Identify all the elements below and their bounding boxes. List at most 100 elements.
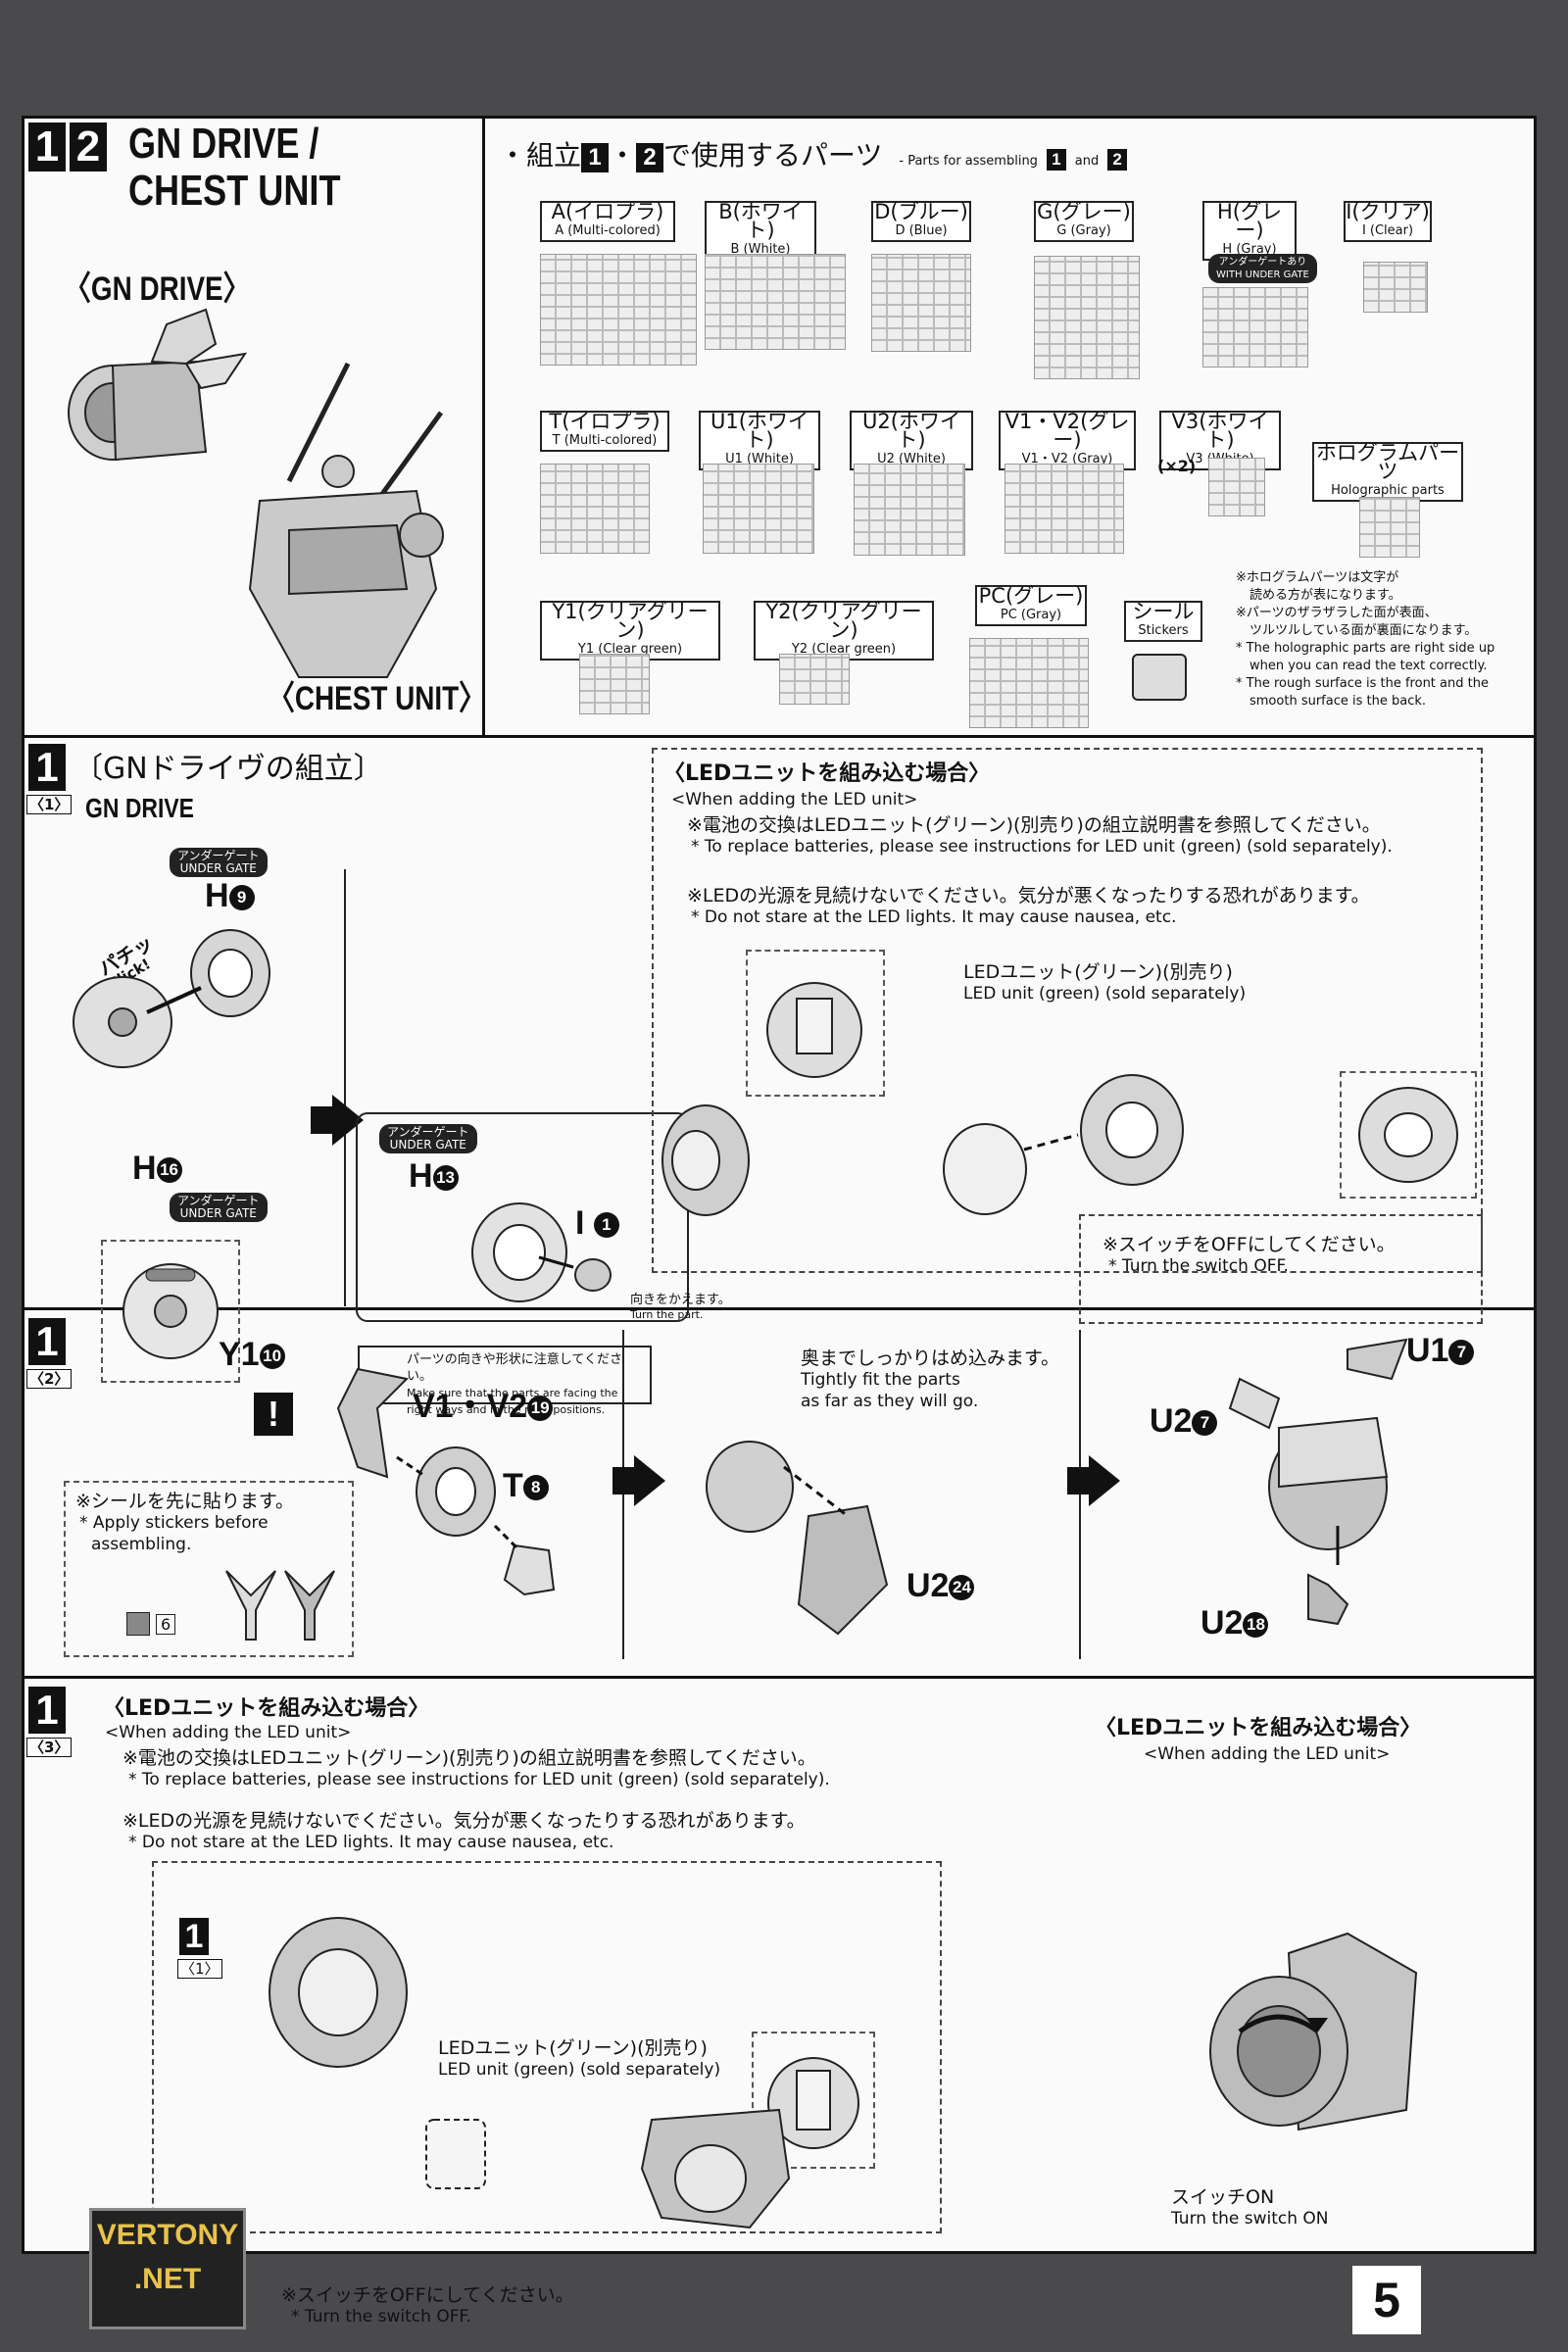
step2-part-illustration xyxy=(336,1367,556,1596)
divider-vertical xyxy=(1079,1330,1081,1659)
next-arrow-icon xyxy=(634,1455,665,1506)
switch-off-jp: ※スイッチをOFFにしてください。 xyxy=(281,2284,574,2306)
turn-part-note: 向きをかえます。Turn the part. xyxy=(630,1293,731,1321)
holo-notes: ※ホログラムパーツは文字が読める方が表になります。 ※パーツのザラザラした面が表… xyxy=(1236,570,1495,709)
runner-v3 xyxy=(1208,458,1265,516)
led-unit-label: LEDユニット(グリーン)(別売り)LED unit (green) (sold… xyxy=(438,2037,721,2080)
runner-u1 xyxy=(703,464,814,554)
next-arrow-stem xyxy=(1067,1467,1089,1494)
switch-detail-box xyxy=(1340,1071,1477,1199)
led-note1-jp: ※電池の交換はLEDユニット(グリーン)(別売り)の組立説明書を参照してください… xyxy=(687,814,1381,836)
step-detail-box xyxy=(356,1112,689,1322)
step-badge: 1 xyxy=(28,1687,66,1734)
fit-note-en2: as far as they will go. xyxy=(801,1392,979,1411)
led-note1-en: * To replace batteries, please see instr… xyxy=(691,837,1393,857)
next-arrow-stem xyxy=(311,1106,332,1134)
led-note2-en: * Do not stare at the LED lights. It may… xyxy=(128,1833,614,1852)
next-arrow-icon xyxy=(1089,1455,1120,1506)
led-detail-box xyxy=(752,2032,875,2169)
h13-assembly-illustration xyxy=(471,1202,612,1302)
part-label-i1: I 1 xyxy=(575,1204,619,1243)
led-subtitle: <When adding the LED unit> xyxy=(671,790,918,809)
step-number-2: 2 xyxy=(70,122,107,172)
sticker-note-en2: assembling. xyxy=(91,1535,192,1554)
runner-d xyxy=(871,254,971,352)
led-detail-illustration xyxy=(767,2057,859,2149)
step2-final-illustration xyxy=(1228,1338,1408,1626)
runner-label-b: B(ホワイト)B (White) xyxy=(705,201,816,261)
sticker-note-en1: * Apply stickers before xyxy=(79,1513,269,1533)
substep-number: 〈2〉 xyxy=(26,1369,73,1389)
led-assembly-box xyxy=(152,1861,942,2233)
runner-label-pc: PC(グレー)PC (Gray) xyxy=(975,585,1087,626)
switch-off-jp: ※スイッチをOFFにしてください。 xyxy=(1102,1234,1396,1255)
led-detail-illustration xyxy=(766,982,862,1078)
sticker-icon xyxy=(126,1612,150,1636)
chest-unit-label: 〈CHEST UNIT〉 xyxy=(268,680,487,717)
step-number-1: 1 xyxy=(28,122,66,172)
gn-drive-body-illustration xyxy=(662,1104,750,1216)
v3-count: (×2) xyxy=(1157,457,1197,475)
gn-drive-parts-illustration xyxy=(73,929,270,1068)
runner-label-y2: Y2(クリアグリーン)Y2 (Clear green) xyxy=(754,601,934,661)
runner-label-h: H(グレー)H (Gray) xyxy=(1202,201,1297,261)
ref-substep-number: 〈1〉 xyxy=(177,1959,222,1979)
runner-y1 xyxy=(579,654,650,714)
section-title-parts: 1 2 GN DRIVE / CHEST UNIT 〈GN DRIVE〉 xyxy=(24,119,1534,738)
runner-label-d: D(ブルー)D (Blue) xyxy=(871,201,971,242)
led-insert-illustration xyxy=(425,2119,486,2189)
switch-off-en: * Turn the switch OFF. xyxy=(291,2307,471,2327)
divider-vertical xyxy=(622,1330,624,1659)
runner-label-v1v2: V1・V2(グレー)V1・V2 (Gray) xyxy=(999,411,1136,470)
step2-fit-illustration xyxy=(706,1441,889,1636)
runner-i xyxy=(1363,262,1428,313)
switch-off-box xyxy=(1079,1214,1483,1324)
step-badge: 1 xyxy=(28,744,66,791)
watermark-logo: VERTONY .NET xyxy=(89,2208,246,2329)
sticker-number: 6 xyxy=(126,1612,176,1636)
led-note2-en: * Do not stare at the LED lights. It may… xyxy=(691,907,1177,927)
gn-drive-led-illustration xyxy=(269,1917,408,2068)
title-column: 1 2 GN DRIVE / CHEST UNIT 〈GN DRIVE〉 xyxy=(24,119,487,735)
chest-unit-illustration xyxy=(248,362,444,678)
substep-number: 〈3〉 xyxy=(26,1738,73,1757)
instruction-page: 1 2 GN DRIVE / CHEST UNIT 〈GN DRIVE〉 xyxy=(22,116,1537,2329)
runner-g xyxy=(1034,256,1140,379)
section-title-line1: GN DRIVE / xyxy=(128,120,319,168)
fit-note-en1: Tightly fit the parts xyxy=(801,1370,960,1390)
runner-label-t: T(イロプラ)T (Multi-colored) xyxy=(540,411,669,452)
runner-label-a: A(イロプラ)A (Multi-colored) xyxy=(540,201,675,242)
right-led-title: 〈LEDユニットを組み込む場合〉 xyxy=(1095,1716,1422,1740)
sticker-sheet xyxy=(1132,654,1187,701)
section-step1-3: 1 〈3〉 〈LEDユニットを組み込む場合〉 <When adding the … xyxy=(24,1679,1534,2329)
led-assembly-illustration xyxy=(943,1074,1184,1215)
step-title: 〔GNドライヴの組立〕 xyxy=(74,752,383,786)
fit-note-jp: 奥までしっかりはめ込みます。 xyxy=(801,1348,1060,1369)
step-badge: 1 xyxy=(28,1318,66,1365)
led-subtitle: <When adding the LED unit> xyxy=(105,1723,352,1742)
runner-b xyxy=(705,254,846,350)
led-info-box xyxy=(652,748,1483,1273)
switch-on-illustration xyxy=(1209,1932,1418,2132)
runner-h xyxy=(1202,287,1308,368)
runner-a xyxy=(540,254,697,366)
next-arrow-stem xyxy=(612,1467,634,1494)
runner-u2 xyxy=(854,464,965,556)
switch-detail-illustration xyxy=(1358,1087,1458,1183)
led-unit-label: LEDユニット(グリーン)(別売り)LED unit (green) (sold… xyxy=(963,961,1247,1004)
right-led-subtitle: <When adding the LED unit> xyxy=(1144,1744,1391,1764)
